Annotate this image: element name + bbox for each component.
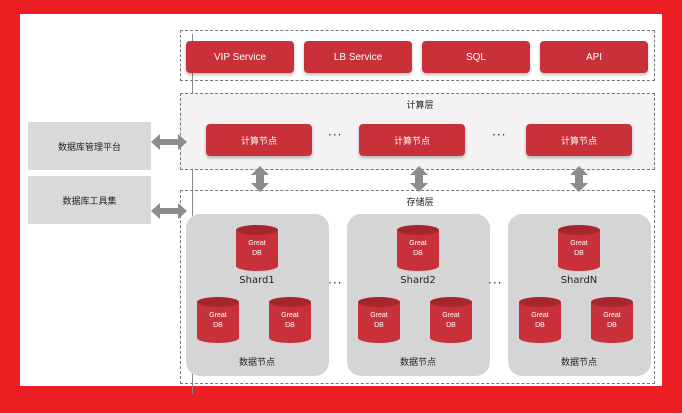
db-label-db: DB bbox=[213, 322, 223, 329]
vertical-arrow-3 bbox=[570, 166, 588, 192]
diagram-canvas: VIP Service LB Service SQL API 计算层 计算节点 … bbox=[20, 14, 662, 394]
db-label-great: Great bbox=[209, 312, 227, 319]
compute-node-3: 计算节点 bbox=[526, 124, 632, 156]
data-node-label-2: 数据节点 bbox=[399, 358, 436, 368]
sql-box: SQL bbox=[422, 41, 530, 73]
shard-name-1: Shard1 bbox=[239, 275, 275, 286]
db-label-great: Great bbox=[248, 240, 266, 247]
db-management-platform: 数据库管理平台 bbox=[28, 122, 151, 170]
horizontal-arrow-platform bbox=[151, 134, 187, 150]
compute-node-1: 计算节点 bbox=[206, 124, 312, 156]
horizontal-arrow-tools bbox=[151, 203, 187, 219]
compute-layer-title: 计算层 bbox=[406, 101, 434, 111]
compute-storage-arrows bbox=[151, 134, 588, 219]
db-label-great: Great bbox=[531, 312, 549, 319]
data-node-label-1: 数据节点 bbox=[238, 358, 275, 368]
compute-ellipsis-1: ··· bbox=[328, 128, 343, 142]
shard-name-2: Shard2 bbox=[400, 275, 436, 286]
data-node-label-n: 数据节点 bbox=[560, 358, 597, 368]
db-label-db: DB bbox=[574, 250, 584, 257]
db-label-db: DB bbox=[413, 250, 423, 257]
db-label-great: Great bbox=[442, 312, 460, 319]
vertical-arrow-1 bbox=[251, 166, 269, 192]
api-box: API bbox=[540, 41, 648, 73]
storage-layer-title: 存储层 bbox=[406, 198, 434, 208]
db-label-great: Great bbox=[370, 312, 388, 319]
db-label-db: DB bbox=[285, 322, 295, 329]
db-label-db: DB bbox=[374, 322, 384, 329]
shard-ellipsis-1: ··· bbox=[328, 276, 343, 290]
service-layer-box bbox=[180, 30, 655, 81]
db-label-db: DB bbox=[446, 322, 456, 329]
db-label-great: Great bbox=[281, 312, 299, 319]
lb-service-box: LB Service bbox=[304, 41, 412, 73]
db-label-db: DB bbox=[535, 322, 545, 329]
db-label-db: DB bbox=[607, 322, 617, 329]
compute-node-2: 计算节点 bbox=[359, 124, 465, 156]
db-label-great: Great bbox=[570, 240, 588, 247]
vip-service-box: VIP Service bbox=[186, 41, 294, 73]
db-label-db: DB bbox=[252, 250, 262, 257]
separator-line bbox=[192, 34, 193, 394]
db-label-great: Great bbox=[603, 312, 621, 319]
db-label-great: Great bbox=[409, 240, 427, 247]
shard-ellipsis-2: ··· bbox=[488, 276, 503, 290]
compute-ellipsis-2: ··· bbox=[492, 128, 507, 142]
shard-name-n: ShardN bbox=[560, 275, 598, 286]
db-tools-set: 数据库工具集 bbox=[28, 176, 151, 224]
vertical-arrow-2 bbox=[410, 166, 428, 192]
